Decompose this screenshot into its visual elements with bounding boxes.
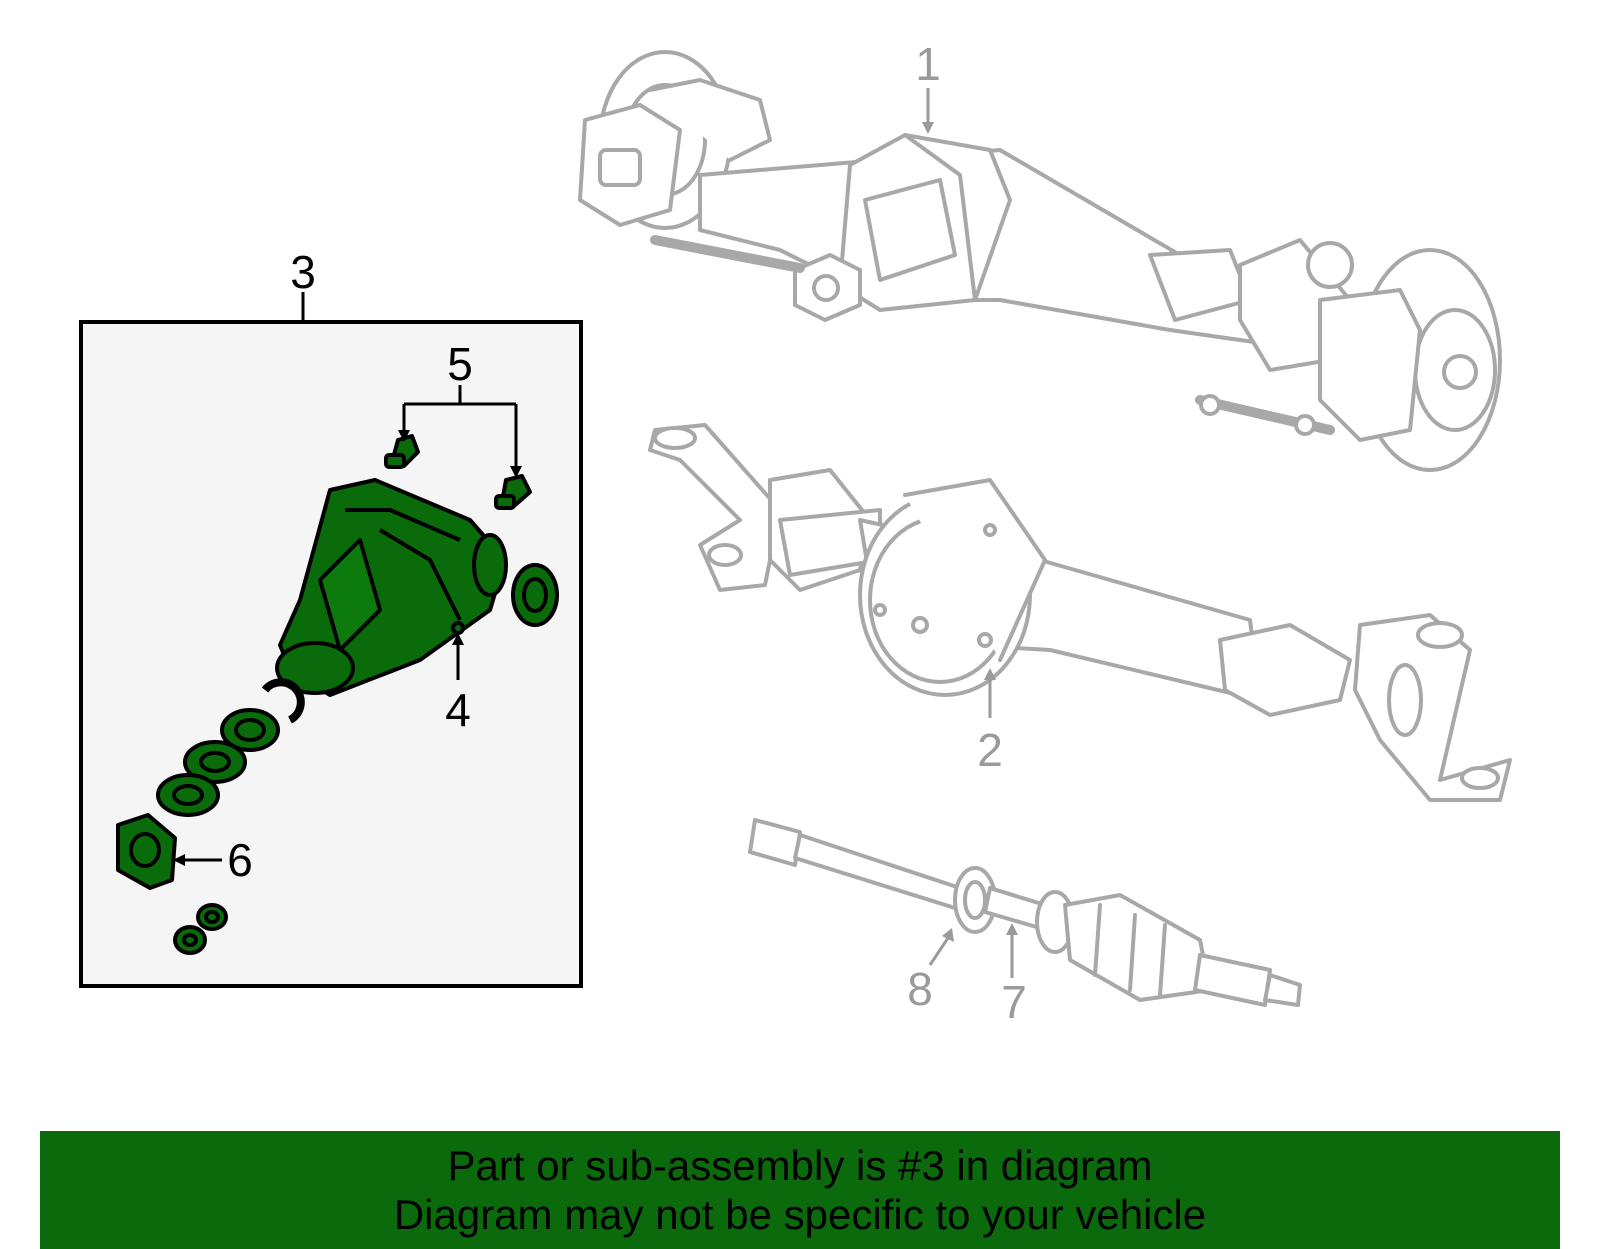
callout-3: 3 <box>290 246 316 298</box>
differential-bolts <box>384 434 532 510</box>
callout-5: 5 <box>447 338 473 390</box>
footer-line-2: Diagram may not be specific to your vehi… <box>393 1191 1207 1238</box>
side-bearing <box>511 563 559 627</box>
footer-banner: Part or sub-assembly is #3 in diagram Di… <box>40 1131 1560 1249</box>
front-axle-assembly <box>578 50 1502 472</box>
callout-6: 6 <box>227 834 253 886</box>
callout-7: 7 <box>1001 976 1027 1028</box>
axle-housing <box>648 423 1512 802</box>
callout-1: 1 <box>915 38 941 90</box>
callout-2: 2 <box>977 724 1003 776</box>
drive-shaft <box>748 818 1302 1007</box>
pinion-bearings-seals <box>156 678 305 817</box>
flange-nut-washer <box>173 903 228 955</box>
arrowheads <box>173 122 1018 942</box>
callout-8: 8 <box>907 963 933 1015</box>
leader-lines <box>185 88 1014 978</box>
differential-carrier <box>275 478 508 697</box>
footer-line-1: Part or sub-assembly is #3 in diagram <box>447 1142 1153 1189</box>
callout-4: 4 <box>445 684 471 736</box>
companion-flange <box>116 813 177 890</box>
